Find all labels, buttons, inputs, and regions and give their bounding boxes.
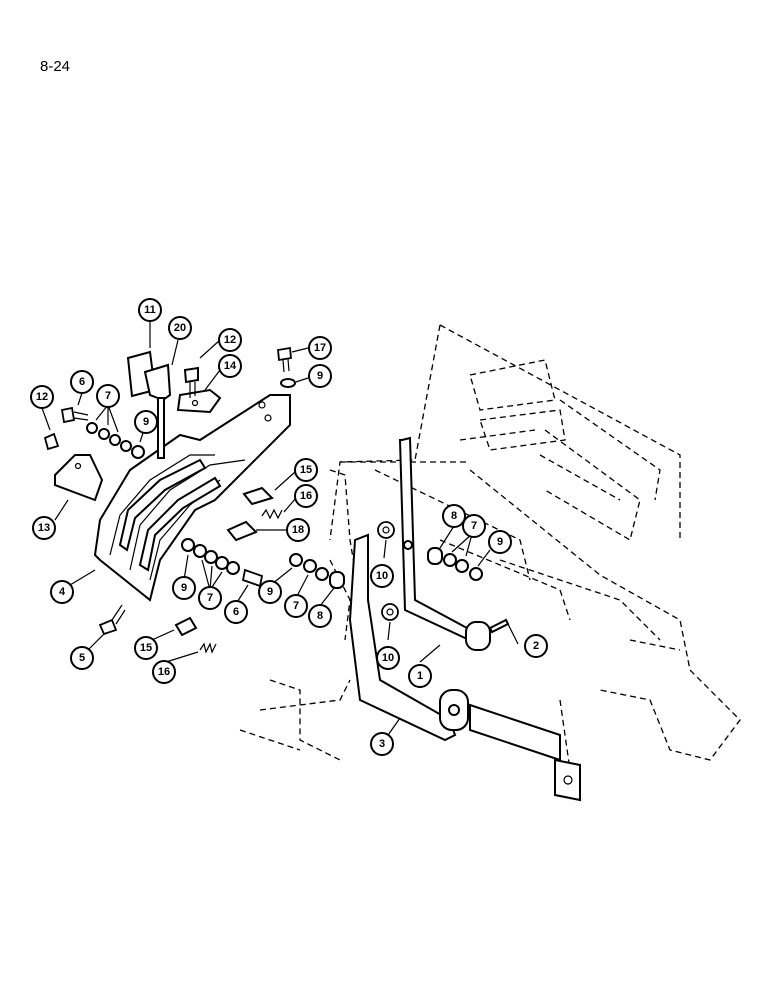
nut-10-upper <box>377 521 395 539</box>
svg-text:6: 6 <box>233 606 239 618</box>
callout-1: 1 <box>408 664 432 688</box>
svg-text:11: 11 <box>144 304 156 316</box>
svg-text:7: 7 <box>471 520 477 532</box>
callout-9-mid: 9 <box>258 580 282 604</box>
svg-text:7: 7 <box>105 390 111 402</box>
callout-2: 2 <box>524 634 548 658</box>
svg-text:20: 20 <box>174 322 186 334</box>
washer-stack-mid <box>289 553 345 589</box>
callout-17: 17 <box>308 336 332 360</box>
callout-10-lower: 10 <box>376 646 400 670</box>
svg-text:10: 10 <box>382 652 394 664</box>
callout-16-upper: 16 <box>294 484 318 508</box>
callout-20: 20 <box>168 316 192 340</box>
washer-stack-upper <box>86 422 145 459</box>
plate-13 <box>54 454 104 502</box>
svg-text:14: 14 <box>224 360 237 372</box>
bolt-5 <box>98 604 126 636</box>
svg-text:9: 9 <box>317 370 323 382</box>
callout-13: 13 <box>32 516 56 540</box>
svg-text:13: 13 <box>38 522 50 534</box>
callout-7-mid: 7 <box>284 594 308 618</box>
svg-text:9: 9 <box>181 582 187 594</box>
bolt-17 <box>277 346 292 373</box>
cross-shaft <box>469 703 581 802</box>
callout-7-top: 7 <box>96 384 120 408</box>
quadrant-4 <box>93 394 291 602</box>
svg-text:5: 5 <box>79 652 85 664</box>
bolt-6-upper <box>60 406 89 424</box>
svg-text:18: 18 <box>292 524 304 536</box>
svg-text:12: 12 <box>36 391 48 403</box>
svg-text:15: 15 <box>140 642 152 654</box>
callout-18: 18 <box>286 518 310 542</box>
page-number: 8-24 <box>40 58 71 75</box>
bracket-14 <box>176 388 222 414</box>
svg-text:2: 2 <box>533 640 539 652</box>
callout-9-left: 9 <box>134 410 158 434</box>
svg-text:9: 9 <box>267 586 273 598</box>
callout-3: 3 <box>370 732 394 756</box>
callout-14: 14 <box>218 354 242 378</box>
callout-15-lower: 15 <box>134 636 158 660</box>
screw-12-upper <box>183 366 199 398</box>
callout-15-upper: 15 <box>294 458 318 482</box>
svg-text:16: 16 <box>158 666 170 678</box>
screw-12-left <box>43 432 60 451</box>
svg-text:1: 1 <box>417 670 423 682</box>
spring-16-upper <box>261 508 283 520</box>
svg-text:7: 7 <box>207 592 213 604</box>
svg-text:7: 7 <box>293 600 299 612</box>
svg-text:6: 6 <box>79 376 85 388</box>
callout-5: 5 <box>70 646 94 670</box>
svg-text:9: 9 <box>143 416 149 428</box>
svg-text:4: 4 <box>59 586 66 598</box>
washer-9-top <box>280 378 296 388</box>
block-15-lower <box>174 616 198 637</box>
svg-text:17: 17 <box>314 342 326 354</box>
callout-7-right: 7 <box>462 514 486 538</box>
svg-text:3: 3 <box>379 738 385 750</box>
svg-text:9: 9 <box>497 536 503 548</box>
lever-1 <box>398 436 491 651</box>
callout-4: 4 <box>50 580 74 604</box>
callout-6-top: 6 <box>70 370 94 394</box>
spring-16-lower <box>199 642 217 654</box>
nut-10-lower <box>381 603 399 621</box>
callout-6-lower: 6 <box>224 600 248 624</box>
callout-9-top: 9 <box>308 364 332 388</box>
washer-stack-lower <box>181 538 264 588</box>
frame-outline <box>239 324 741 801</box>
block-15-upper <box>242 486 274 506</box>
callout-7-lower: 7 <box>198 586 222 610</box>
handle-20 <box>143 363 172 459</box>
callout-12-left: 12 <box>30 385 54 409</box>
callout-11: 11 <box>138 298 162 322</box>
block-18 <box>226 520 258 542</box>
svg-text:15: 15 <box>300 464 312 476</box>
callout-8-mid: 8 <box>308 604 332 628</box>
callout-12-top: 12 <box>218 328 242 352</box>
svg-text:10: 10 <box>376 570 388 582</box>
svg-text:8: 8 <box>317 610 323 622</box>
svg-text:12: 12 <box>224 334 236 346</box>
callout-10-upper: 10 <box>370 564 394 588</box>
callout-16-lower: 16 <box>152 660 176 684</box>
washer-stack-right <box>427 547 483 581</box>
svg-text:16: 16 <box>300 490 312 502</box>
callout-8-right: 8 <box>442 504 466 528</box>
lever-3 <box>348 533 469 742</box>
callout-9-right: 9 <box>488 530 512 554</box>
callout-9-lower: 9 <box>172 576 196 600</box>
pin-2 <box>488 618 510 634</box>
svg-text:8: 8 <box>451 510 457 522</box>
